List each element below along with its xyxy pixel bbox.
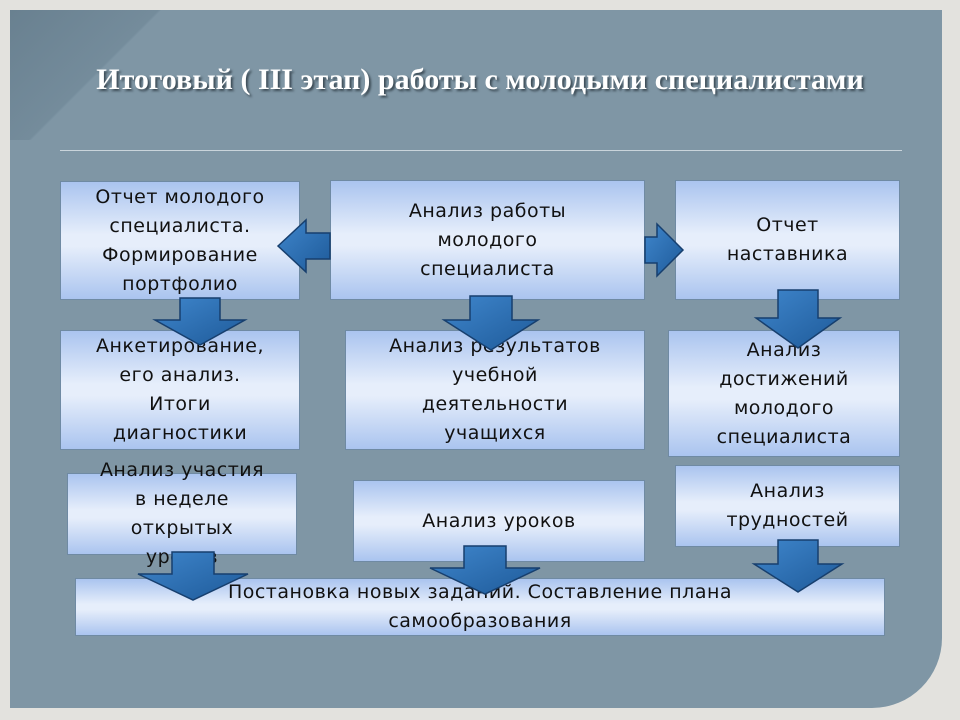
box-label: Анализ трудностей [726,480,849,531]
box-report-young-specialist: Отчет молодого специалиста. Формирование… [60,181,300,300]
box-label: Анализ достижений молодого специалиста [716,338,852,448]
box-analysis-results: Анализ результатов учебной деятельности … [345,330,645,450]
box-label: Отчет молодого специалиста. Формирование… [95,185,265,295]
box-analysis-lessons: Анализ уроков [353,480,645,562]
corner-decoration [10,10,210,140]
box-report-mentor: Отчет наставника [675,180,900,300]
box-label: Постановка новых заданий. Составление пл… [227,581,733,632]
box-new-tasks: Постановка новых заданий. Составление пл… [75,578,885,636]
box-label: Анализ уроков [422,509,576,532]
box-analysis-difficulties: Анализ трудностей [675,465,900,547]
box-analysis-achievements: Анализ достижений молодого специалиста [668,330,900,457]
box-label: Отчет наставника [726,214,849,265]
box-label: Анкетирование, его анализ. Итоги диагнос… [95,335,265,444]
box-analysis-work: Анализ работы молодого специалиста [330,180,645,300]
box-label: Анализ работы молодого специалиста [408,199,567,280]
box-label: Анализ результатов учебной деятельности … [389,335,601,444]
box-label: Анализ участия в неделе открытых уроков [99,459,265,568]
slide-title: Итоговый ( III этап) работы с молодыми с… [96,63,864,96]
box-survey-diagnostics: Анкетирование, его анализ. Итоги диагнос… [60,330,300,450]
box-analysis-open-week: Анализ участия в неделе открытых уроков [67,459,297,568]
title-divider [60,150,902,151]
